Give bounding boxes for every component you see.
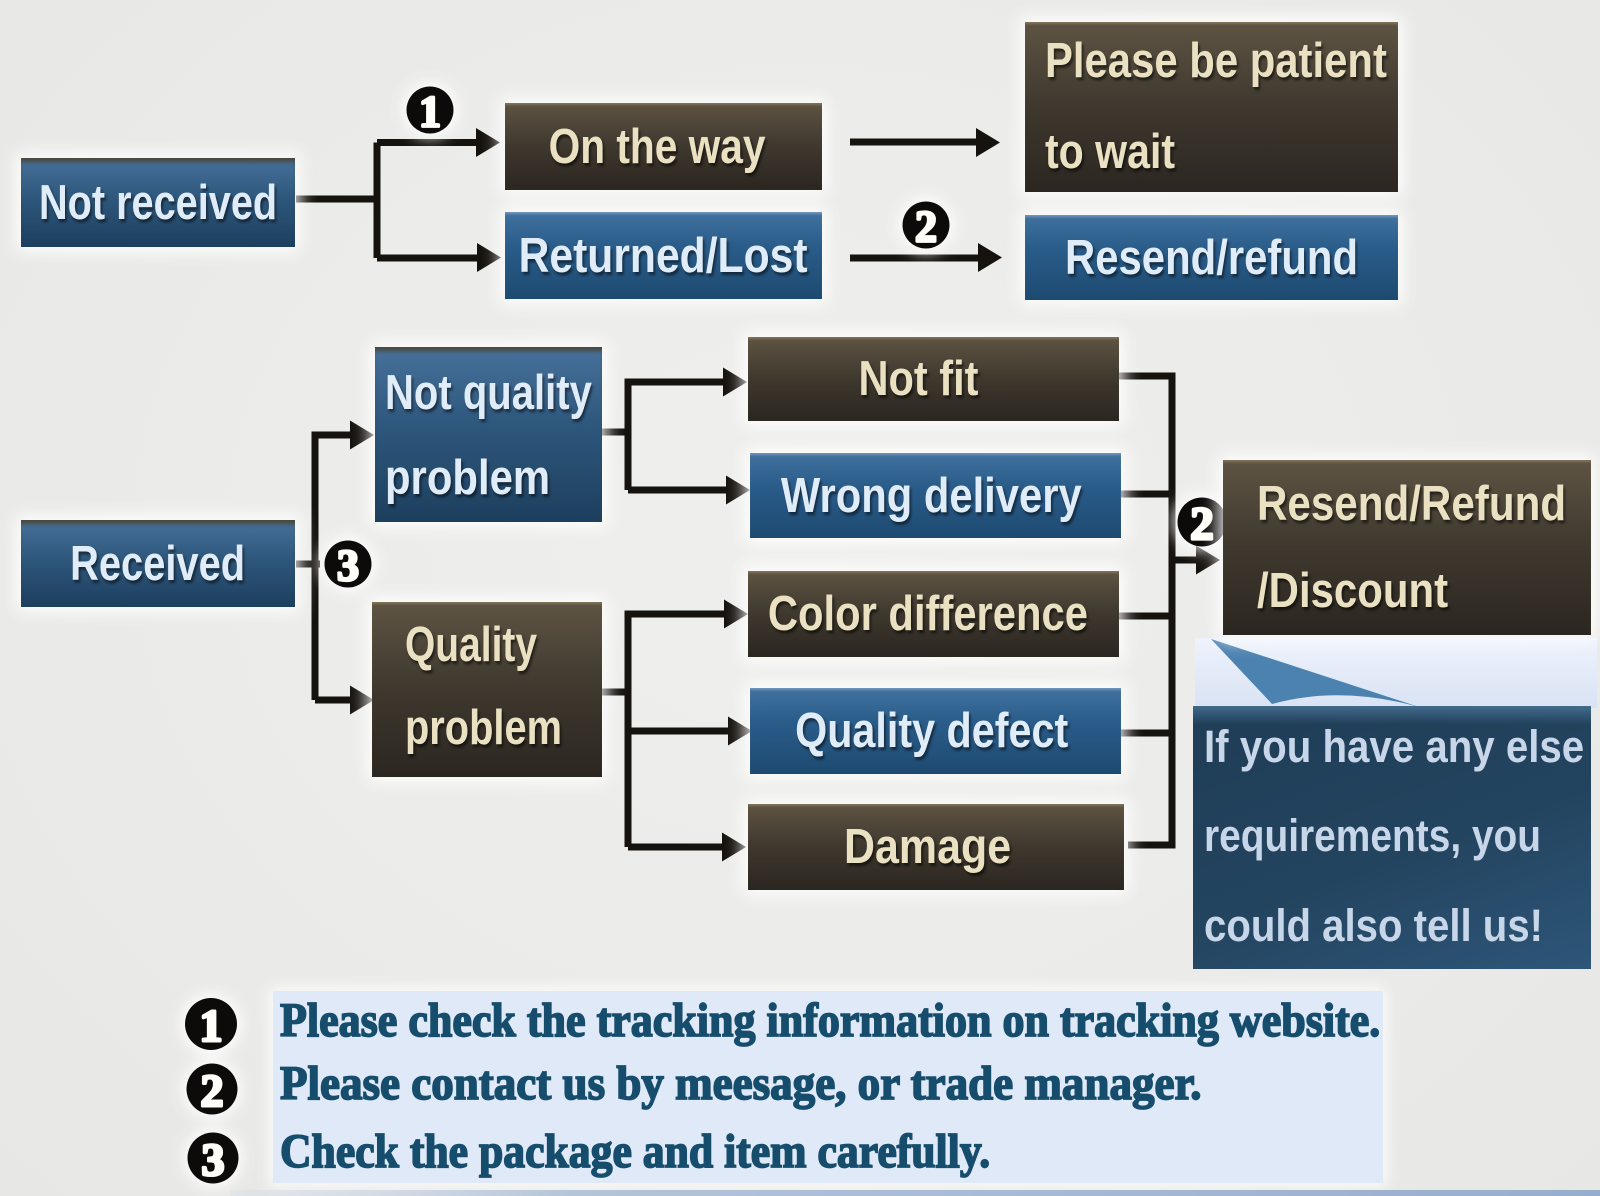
svg-text:3: 3 [337,541,359,590]
svg-text:1: 1 [200,1000,223,1051]
svg-text:1: 1 [419,87,441,136]
svg-text:2: 2 [201,1065,224,1116]
svg-text:3: 3 [202,1134,225,1185]
svg-text:2: 2 [915,202,937,251]
svg-text:2: 2 [1190,498,1214,550]
